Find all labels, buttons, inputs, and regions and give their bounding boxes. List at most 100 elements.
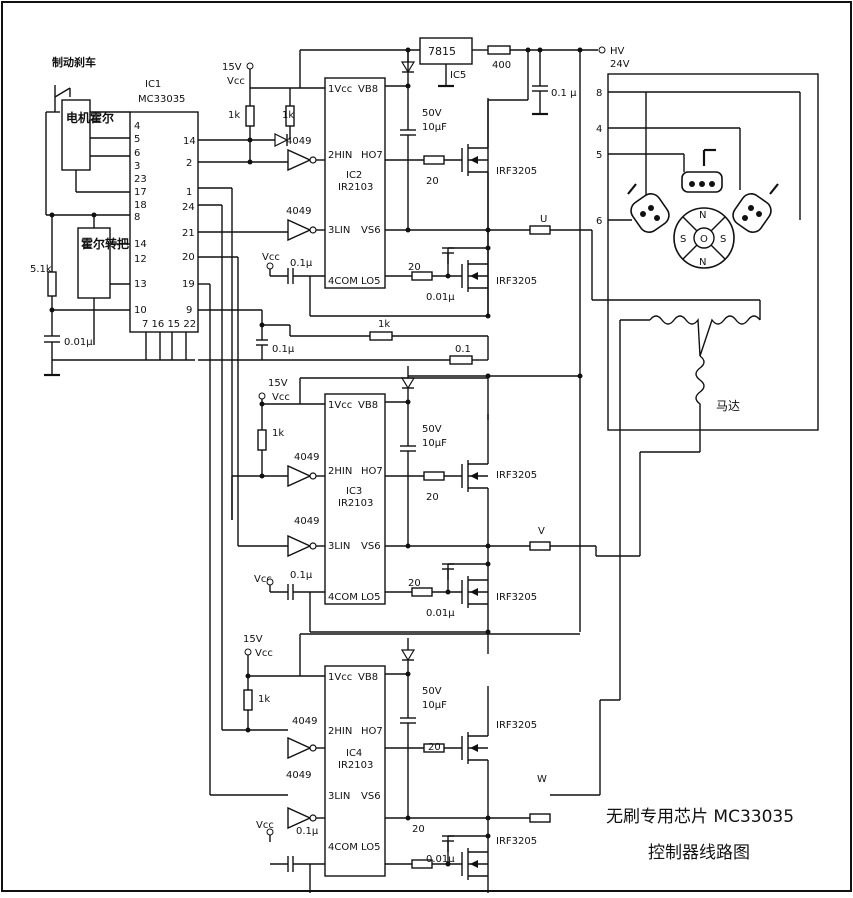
svg-text:1Vcc: 1Vcc bbox=[328, 672, 352, 683]
svg-text:4: 4 bbox=[134, 121, 140, 132]
regulator-7815 bbox=[419, 37, 473, 65]
svg-text:HO7: HO7 bbox=[361, 466, 383, 477]
half-bridge-u: 1Vcc VB8 2HIN HO7 IC2 IR2103 3LIN VS6 4C… bbox=[262, 49, 551, 320]
shunt-label: 0.1 bbox=[455, 344, 471, 355]
ic1-body bbox=[129, 111, 199, 333]
hall-sensor-left-icon bbox=[627, 183, 670, 233]
svg-text:4COM: 4COM bbox=[328, 592, 358, 603]
svg-text:IR2103: IR2103 bbox=[338, 760, 373, 771]
mosfet-low-v: IRF3205 bbox=[496, 592, 537, 603]
svg-text:400: 400 bbox=[492, 60, 511, 71]
svg-text:15V: 15V bbox=[243, 634, 263, 645]
svg-text:4: 4 bbox=[596, 124, 602, 135]
svg-text:8: 8 bbox=[596, 88, 602, 99]
svg-text:3LIN: 3LIN bbox=[328, 225, 350, 236]
svg-text:50V: 50V bbox=[422, 424, 442, 435]
phase-v-label: V bbox=[538, 526, 545, 537]
svg-text:N: N bbox=[699, 257, 706, 268]
svg-text:7 16 15 22: 7 16 15 22 bbox=[142, 319, 196, 330]
svg-text:0.1μ: 0.1μ bbox=[296, 826, 319, 837]
svg-text:12: 12 bbox=[134, 254, 147, 265]
svg-text:3LIN: 3LIN bbox=[328, 791, 350, 802]
svg-text:1k: 1k bbox=[378, 319, 390, 330]
svg-text:IC4: IC4 bbox=[346, 748, 362, 759]
svg-text:14: 14 bbox=[134, 239, 147, 250]
svg-text:24V: 24V bbox=[610, 59, 630, 70]
svg-text:1k: 1k bbox=[258, 694, 270, 705]
svg-text:Vcc: Vcc bbox=[262, 252, 280, 263]
svg-text:0.1μ: 0.1μ bbox=[272, 344, 295, 355]
phase-w-label: W bbox=[537, 774, 547, 785]
svg-text:4049: 4049 bbox=[286, 206, 311, 217]
svg-text:10μF: 10μF bbox=[422, 700, 447, 711]
title-line-1: 无刷专用芯片 MC33035 bbox=[606, 807, 794, 827]
title-line-2: 控制器线路图 bbox=[648, 843, 750, 863]
rotor-icon: N N S S O bbox=[673, 207, 735, 269]
svg-text:4COM: 4COM bbox=[328, 276, 358, 287]
motor-diagram: 8 4 5 6 bbox=[596, 73, 819, 431]
svg-text:3LIN: 3LIN bbox=[328, 541, 350, 552]
svg-text:2HIN: 2HIN bbox=[328, 726, 352, 737]
svg-text:LO5: LO5 bbox=[361, 842, 380, 853]
svg-text:4049: 4049 bbox=[292, 716, 317, 727]
svg-text:4049: 4049 bbox=[286, 136, 311, 147]
svg-text:5: 5 bbox=[596, 150, 602, 161]
svg-text:VS6: VS6 bbox=[361, 791, 381, 802]
brake-switch: 制动刹车 bbox=[46, 55, 96, 113]
svg-text:HV: HV bbox=[610, 46, 625, 57]
svg-text:Vcc: Vcc bbox=[255, 648, 273, 659]
svg-text:VB8: VB8 bbox=[358, 400, 378, 411]
resistor-1k-feedback bbox=[369, 331, 393, 341]
svg-text:19: 19 bbox=[182, 279, 195, 290]
mosfet-low-w: IRF3205 bbox=[496, 836, 537, 847]
svg-text:0.01μ: 0.01μ bbox=[426, 608, 455, 619]
svg-text:VB8: VB8 bbox=[358, 84, 378, 95]
hall-sensor-right-icon bbox=[732, 183, 779, 233]
mosfet-high-u: IRF3205 bbox=[496, 166, 537, 177]
svg-text:2HIN: 2HIN bbox=[328, 466, 352, 477]
svg-text:20: 20 bbox=[412, 824, 425, 835]
svg-text:1k: 1k bbox=[272, 428, 284, 439]
svg-text:4049: 4049 bbox=[286, 770, 311, 781]
phase-wiring bbox=[550, 229, 761, 796]
svg-text:8: 8 bbox=[134, 212, 140, 223]
shunt-resistor bbox=[449, 355, 473, 365]
ic4-bias: 15V Vcc 1k bbox=[243, 634, 273, 733]
svg-text:HO7: HO7 bbox=[361, 150, 383, 161]
svg-text:5: 5 bbox=[134, 134, 140, 145]
motor-label: 马达 bbox=[716, 399, 740, 413]
svg-text:0.1μ: 0.1μ bbox=[290, 570, 313, 581]
svg-text:1Vcc: 1Vcc bbox=[328, 400, 352, 411]
svg-text:Vcc: Vcc bbox=[227, 76, 245, 87]
hall-throttle-block: 霍尔转把 bbox=[77, 215, 130, 345]
svg-text:IC5: IC5 bbox=[450, 70, 466, 81]
svg-text:VS6: VS6 bbox=[361, 541, 381, 552]
svg-text:15V: 15V bbox=[222, 62, 242, 73]
ic3-bias: 15V Vcc 1k bbox=[231, 378, 290, 520]
svg-text:1k: 1k bbox=[228, 110, 240, 121]
svg-text:S: S bbox=[720, 234, 726, 245]
motor-housing bbox=[607, 73, 819, 431]
resistor-5k1 bbox=[47, 271, 57, 297]
svg-text:17: 17 bbox=[134, 187, 147, 198]
half-bridge-w: 1Vcc VB8 2HIN HO7 IC4 IR2103 3LIN VS6 4C… bbox=[248, 633, 580, 898]
svg-text:O: O bbox=[700, 234, 708, 245]
mosfet-high-w: IRF3205 bbox=[496, 720, 537, 731]
svg-text:1: 1 bbox=[186, 187, 192, 198]
svg-text:10μF: 10μF bbox=[422, 438, 447, 449]
half-bridge-v: 1Vcc VB8 2HIN HO7 IC3 IR2103 3LIN VS6 4C… bbox=[254, 365, 551, 636]
svg-text:Vcc: Vcc bbox=[254, 574, 272, 585]
hall-throttle-label: 霍尔转把 bbox=[81, 236, 129, 251]
svg-text:0.01μ: 0.01μ bbox=[426, 292, 455, 303]
svg-text:2HIN: 2HIN bbox=[328, 150, 352, 161]
ic1-output-wiring: 1k 0.1μ 0.1 bbox=[198, 139, 488, 796]
svg-text:0.1μ: 0.1μ bbox=[290, 258, 313, 269]
svg-text:7815: 7815 bbox=[428, 45, 456, 58]
c001-left-label: 0.01μ bbox=[64, 337, 93, 348]
svg-text:Vcc: Vcc bbox=[256, 820, 274, 831]
svg-text:N: N bbox=[699, 210, 706, 221]
svg-text:4COM: 4COM bbox=[328, 842, 358, 853]
title-block: 无刷专用芯片 MC33035 控制器线路图 bbox=[606, 807, 794, 863]
